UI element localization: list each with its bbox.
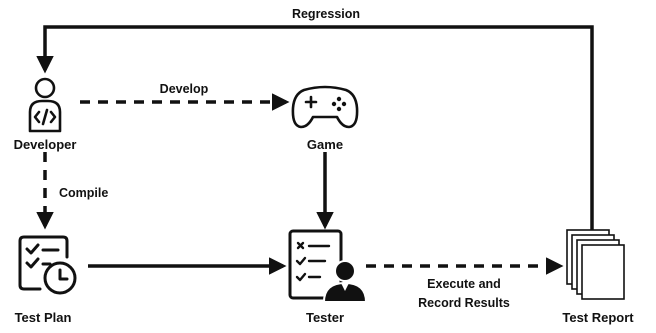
- test-plan-label: Test Plan: [15, 310, 72, 325]
- document-stack-icon: [566, 229, 625, 300]
- test-report-label: Test Report: [562, 310, 634, 325]
- execute-label-line2: Record Results: [418, 296, 510, 310]
- game-label: Game: [307, 137, 343, 152]
- checklist-clock-icon: [18, 235, 77, 295]
- regression-edge: [36, 25, 594, 232]
- tester-label: Tester: [306, 310, 344, 325]
- developer-label: Developer: [14, 137, 77, 152]
- compile-label: Compile: [59, 186, 108, 200]
- execute-label-line1: Execute and: [427, 277, 501, 291]
- developer-code-icon: [28, 77, 62, 133]
- gamepad-icon: [291, 85, 359, 129]
- develop-label: Develop: [160, 82, 209, 96]
- checklist-person-icon: [288, 229, 368, 303]
- gamepad-buttons: [331, 96, 347, 112]
- regression-label: Regression: [292, 7, 360, 21]
